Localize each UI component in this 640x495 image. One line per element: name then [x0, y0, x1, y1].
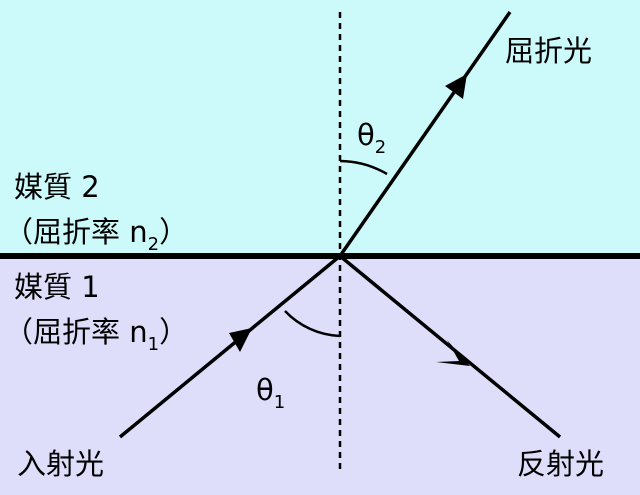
refracted-light-label: 屈折光 — [505, 34, 592, 68]
theta2-label: θ2 — [357, 118, 386, 158]
incident-light-label: 入射光 — [17, 447, 104, 481]
medium2-index: （屈折率 n2） — [4, 215, 188, 255]
theta1-label: θ1 — [256, 373, 285, 413]
reflected-arrowhead — [436, 340, 470, 366]
medium-2-region — [0, 0, 640, 256]
medium2-name: 媒質 2 — [14, 170, 100, 204]
reflected-ray — [338, 254, 562, 439]
refracted-ray — [338, 10, 512, 258]
incident-ray — [118, 254, 342, 439]
refracted-arrowhead — [445, 74, 467, 99]
medium-1-region — [0, 256, 640, 495]
incident-arrowhead — [229, 328, 252, 352]
medium1-name: 媒質 1 — [14, 270, 100, 304]
medium1-index: （屈折率 n1） — [4, 315, 188, 355]
theta2-arc — [339, 159, 388, 176]
reflected-light-label: 反射光 — [517, 447, 604, 481]
theta1-arc — [284, 310, 341, 338]
